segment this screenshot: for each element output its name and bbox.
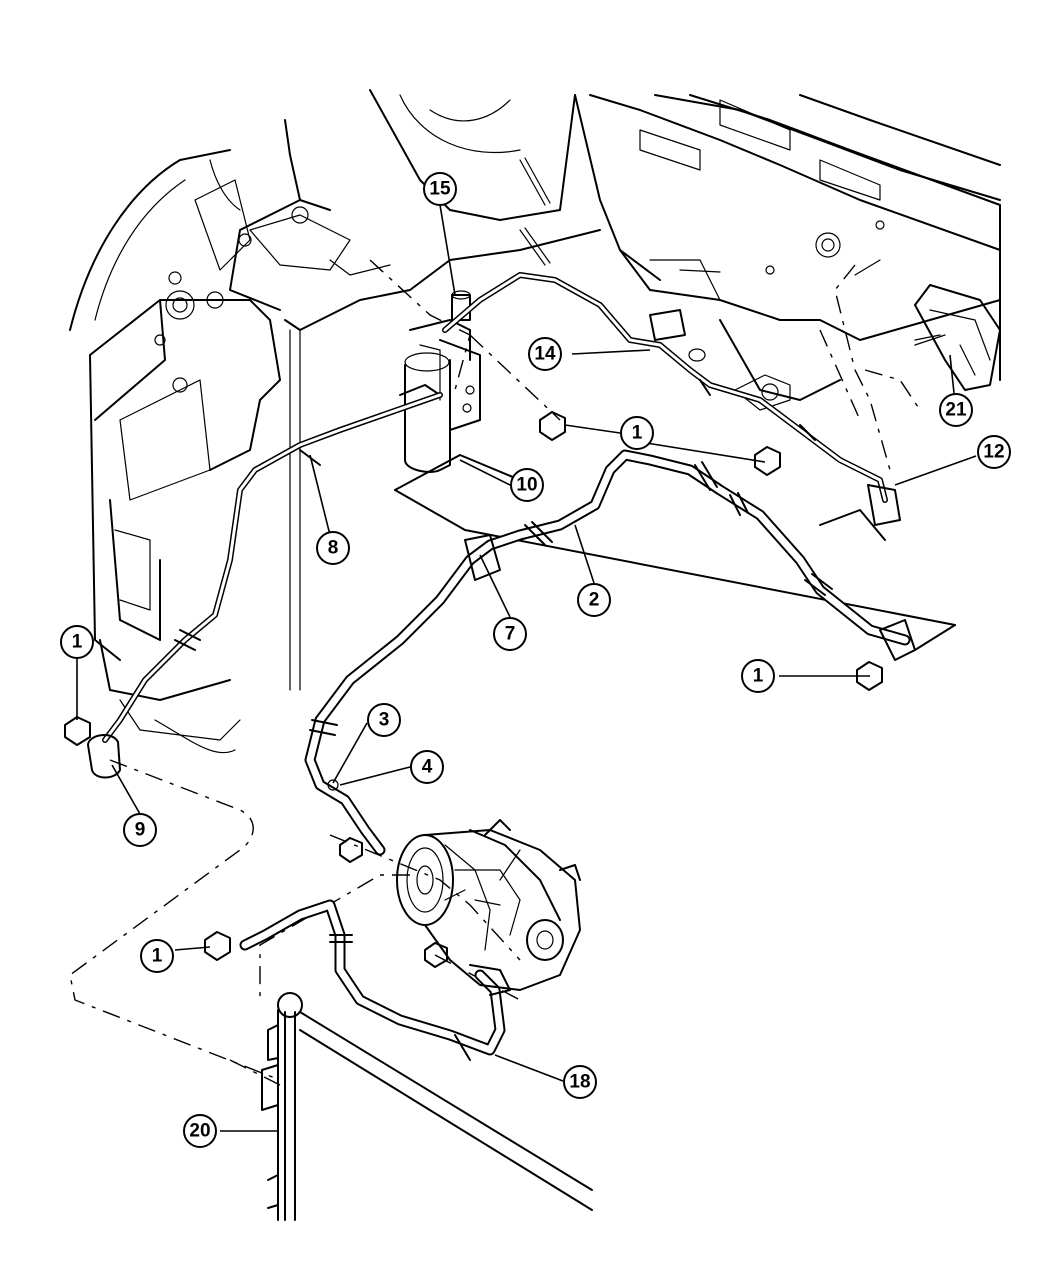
callout-10: 10 (510, 468, 544, 502)
condenser (261, 992, 593, 1221)
callout-3: 3 (367, 703, 401, 737)
callout-4: 4 (410, 750, 444, 784)
svg-text:3: 3 (379, 710, 390, 731)
callout-1: 1 (60, 625, 94, 659)
svg-text:2: 2 (589, 590, 600, 611)
vehicle-body-structure (69, 89, 1001, 754)
callout-15: 15 (423, 172, 457, 206)
ac-compressor (396, 819, 581, 996)
svg-text:15: 15 (429, 179, 451, 200)
svg-text:4: 4 (422, 757, 433, 778)
callout-1: 1 (741, 659, 775, 693)
svg-text:1: 1 (632, 423, 643, 444)
callout-2: 2 (577, 583, 611, 617)
callout-21: 21 (939, 393, 973, 427)
ac-lines (87, 272, 916, 1061)
svg-text:8: 8 (328, 538, 339, 559)
callout-1: 1 (620, 416, 654, 450)
svg-text:14: 14 (534, 344, 556, 365)
svg-text:18: 18 (569, 1072, 590, 1093)
callout-7: 7 (493, 617, 527, 651)
callout-14: 14 (528, 337, 562, 371)
callout-20: 20 (183, 1114, 217, 1148)
svg-text:10: 10 (516, 475, 537, 496)
svg-text:1: 1 (753, 666, 764, 687)
svg-text:9: 9 (135, 820, 146, 841)
callout-1: 1 (140, 939, 174, 973)
assembly-dashed-lines (69, 259, 921, 1086)
leader-lines (76, 204, 977, 1132)
callout-8: 8 (316, 531, 350, 565)
callout-9: 9 (123, 813, 157, 847)
svg-text:1: 1 (152, 946, 163, 967)
receiver-drier (394, 290, 956, 651)
callout-18: 18 (563, 1065, 597, 1099)
hex-nuts (64, 411, 883, 968)
svg-text:12: 12 (983, 442, 1004, 463)
svg-text:1: 1 (72, 632, 83, 653)
callout-12: 12 (977, 435, 1011, 469)
svg-text:21: 21 (945, 400, 967, 421)
svg-text:7: 7 (505, 624, 516, 645)
svg-text:20: 20 (189, 1121, 210, 1142)
